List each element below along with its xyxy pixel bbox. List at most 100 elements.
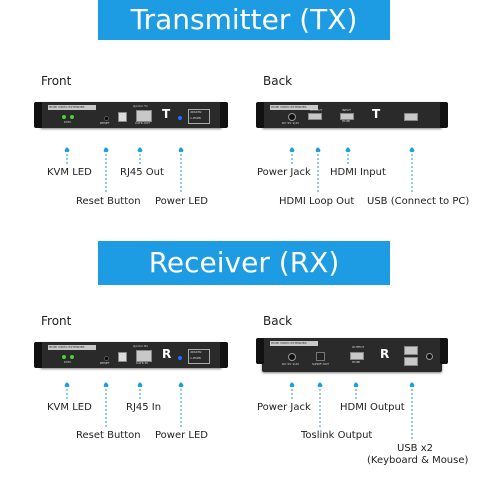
rx-reset-text: RESET (100, 361, 110, 365)
rx-back-model-strip (270, 341, 318, 346)
rx-title-banner: Receiver (RX) (98, 241, 390, 285)
rx-usb-label-line1: USB x2 (397, 443, 433, 454)
rx-hdmi-out-label: HDMI Output (340, 402, 405, 413)
tx-reset-label: Reset Button (76, 196, 141, 207)
tx-dc-text: DC 5V 1/2V (282, 121, 300, 125)
tx-back-strip-text: HDMI VIDEO EXTENDER (271, 105, 307, 109)
rx-usb-dot (409, 382, 415, 388)
tx-hdmi-text: HDMI (342, 119, 351, 123)
rx-hdmiout-dot (353, 382, 359, 388)
rx-hdmi-text: HDMI (352, 360, 361, 364)
rx-kvm-dot (64, 382, 70, 388)
tx-power-jack (288, 113, 296, 121)
rx-power-led (178, 356, 182, 360)
rx-title: Receiver (RX) (148, 246, 340, 279)
tx-reset-hole (104, 116, 109, 121)
hdmi-port-icon (308, 113, 322, 120)
rx-reset-dot (103, 382, 109, 388)
rx-model-box (188, 349, 210, 364)
tx-power-led-label: Power LED (155, 196, 209, 207)
rx-kvm-led-1 (62, 355, 66, 359)
tx-kvm-dot (64, 147, 70, 153)
tx-back-heading: Back (263, 74, 293, 88)
rx-toslink-dot (317, 382, 323, 388)
rx-spdif-text: S/PDIF OUT (312, 362, 329, 366)
rx-power-jack (288, 353, 296, 361)
rx-kvm-text: KVM (64, 360, 71, 364)
tx-hdmi-loop-label: HDMI Loop Out (279, 196, 355, 207)
rx-usb-port-1 (404, 346, 418, 355)
rx-reset-hole (104, 356, 109, 361)
tx-loop-dot (315, 147, 321, 153)
rx-rj45-label: RJ45 In (126, 402, 162, 413)
rx-hdmi-out-port (350, 352, 364, 360)
rx-model-text: 4K60Hz (190, 350, 202, 354)
r-logo-back-icon: R (380, 347, 390, 361)
rx-audio-jack (426, 353, 433, 360)
rx-rj45-dot (137, 382, 143, 388)
t-logo-back-icon: T (372, 107, 381, 121)
rx-pj-dot (289, 382, 295, 388)
rx-toslink-port (316, 352, 325, 361)
usb-port-icon (404, 113, 418, 121)
rx-dc-text: DC 5V 1/2V (282, 362, 300, 366)
tx-brand-text: Ipcolor Tx (133, 104, 148, 108)
tx-back-model-strip (270, 105, 318, 110)
tx-front-strip-text: HDMI VIDEO EXTENDER (49, 105, 85, 109)
tx-kvm-led-2 (70, 115, 74, 119)
tx-model-box (188, 109, 210, 124)
tx-res-text: 1-HDMI (190, 116, 202, 120)
tx-rj45-text: CAT6 OUT (135, 121, 150, 125)
tx-hdmi-in-port (340, 113, 354, 120)
rx-back-heading: Back (263, 314, 293, 328)
rx-sd-slot (118, 352, 127, 362)
tx-pj-dot (289, 147, 295, 153)
t-logo-icon: T (162, 107, 171, 121)
tx-front-model-strip (48, 105, 96, 110)
rx-front-model-strip (48, 345, 96, 350)
rx-res-text: 1-HDMI (190, 356, 202, 360)
tx-output-text: OUTPUT (310, 108, 323, 112)
tx-kvm-led-label: KVM LED (47, 167, 92, 178)
rx-toslink-label: Toslink Output (301, 430, 373, 441)
r-logo-icon: R (162, 347, 172, 361)
tx-title: Transmitter (TX) (130, 3, 358, 36)
rx-rj45-port-icon (136, 350, 152, 362)
rx-usb-port-2 (404, 357, 418, 366)
tx-kvm-text: KVM (64, 120, 71, 124)
rx-rj45-text: CAT6 IN (136, 361, 148, 365)
rx-front-heading: Front (41, 314, 72, 328)
tx-kvm-led-1 (62, 115, 66, 119)
tx-reset-dot (103, 147, 109, 153)
rx-front-strip-text: HDMI VIDEO EXTENDER (49, 345, 85, 349)
rx-kvm-led-2 (70, 355, 74, 359)
tx-power-jack-label: Power Jack (257, 167, 311, 178)
tx-title-banner: Transmitter (TX) (98, 0, 390, 40)
rx-front-device: HDMI VIDEO EXTENDER KVM RESET Ipcolor Rx… (34, 342, 228, 368)
rx-back-strip-text: HDMI VIDEO EXTENDER (271, 341, 307, 345)
tx-usb-label: USB (Connect to PC) (367, 196, 470, 207)
tx-usb-dot (409, 147, 415, 153)
rx-usb-label-line2: (Keyboard & Mouse) (367, 455, 469, 466)
rj45-port-icon (136, 110, 152, 122)
tx-rj45-dot (137, 147, 143, 153)
rx-output-text: OUTPUT (352, 345, 365, 349)
tx-reset-text: RESET (100, 121, 110, 125)
tx-front-device: HDMI VIDEO EXTENDER KVM RESET Ipcolor Tx… (34, 102, 228, 128)
rx-back-device: HDMI VIDEO EXTENDER DC 5V 1/2V S/PDIF OU… (256, 338, 448, 372)
rx-power-jack-label: Power Jack (257, 402, 311, 413)
rx-power-led-label: Power LED (155, 430, 209, 441)
tx-rj45-label: RJ45 Out (120, 167, 164, 178)
tx-input-text: INPUT (342, 108, 351, 112)
tx-powerled-dot (178, 147, 184, 153)
tx-model-text: 4K60Hz (190, 110, 202, 114)
tx-sd-slot (118, 112, 127, 122)
tx-front-heading: Front (41, 74, 72, 88)
rx-reset-label: Reset Button (76, 430, 141, 441)
rx-powerled-dot (178, 382, 184, 388)
tx-hdmi-in-label: HDMI Input (330, 167, 386, 178)
tx-back-device: HDMI VIDEO EXTENDER DC 5V 1/2V OUTPUT IN… (256, 102, 448, 128)
tx-hdmiin-dot (345, 147, 351, 153)
rx-brand-text: Ipcolor Rx (133, 344, 148, 348)
rx-kvm-led-label: KVM LED (47, 402, 92, 413)
